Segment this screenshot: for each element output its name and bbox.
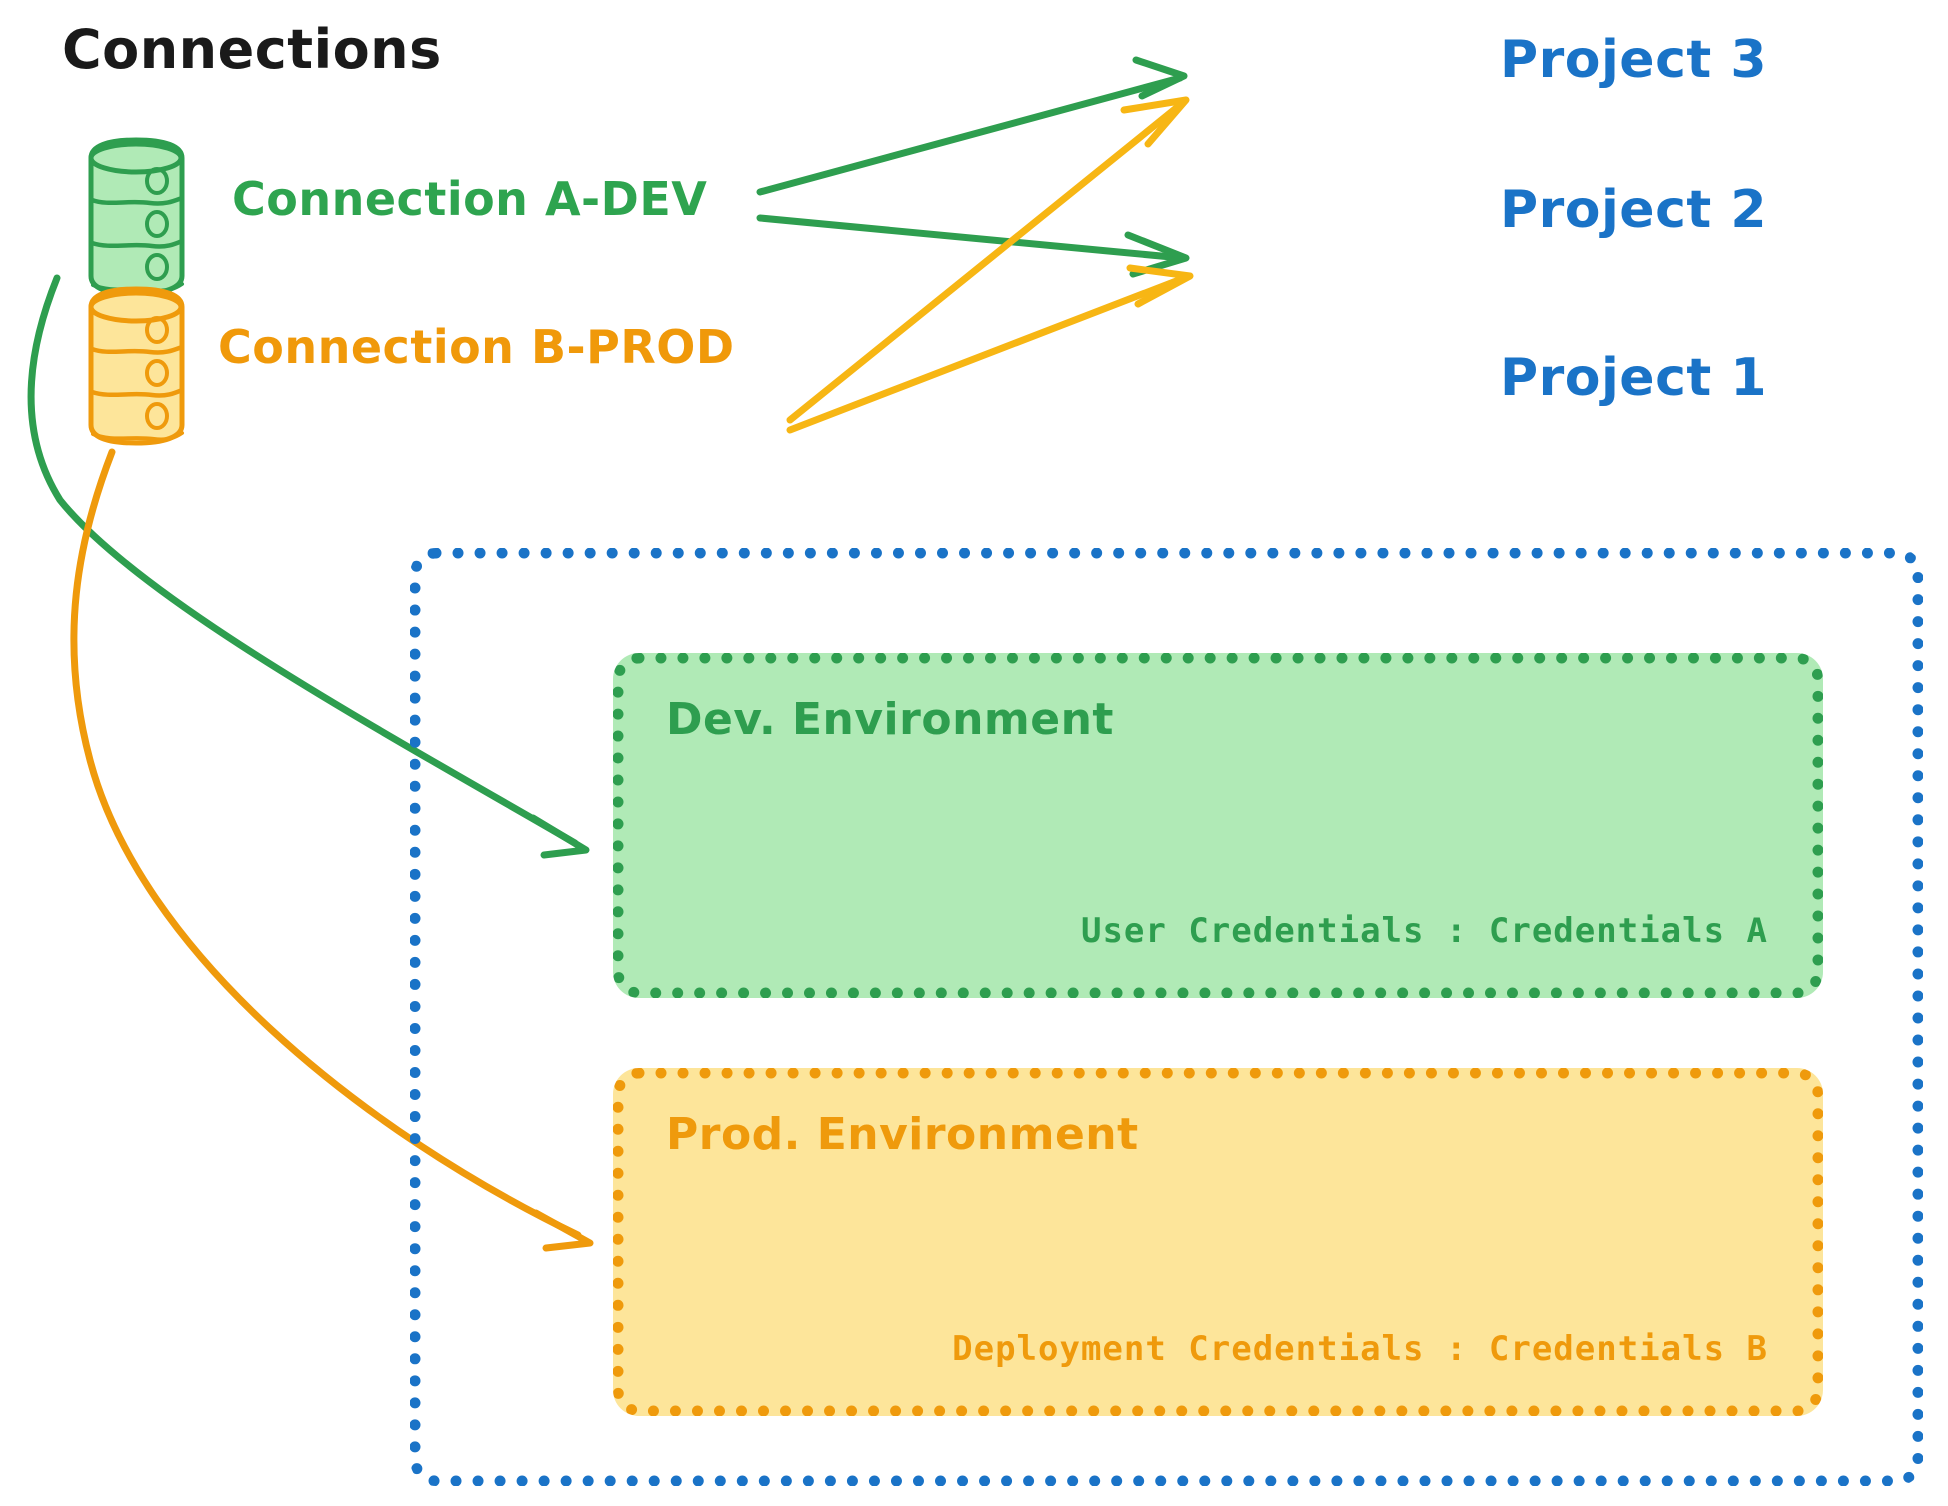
database-icon-connection-a-dev xyxy=(88,137,185,297)
prod-environment-box[interactable]: Prod. Environment Deployment Credentials… xyxy=(613,1068,1823,1416)
page-title: Connections xyxy=(62,18,442,81)
connection-label-a-dev[interactable]: Connection A-DEV xyxy=(232,172,708,226)
edge-connection-b-prod-to-project-3 xyxy=(786,96,1190,424)
dev-environment-credentials: User Credentials : Credentials A xyxy=(1080,911,1768,951)
project-label-3[interactable]: Project 3 xyxy=(1500,30,1768,90)
project-label-2[interactable]: Project 2 xyxy=(1500,180,1768,240)
edge-connection-a-dev-to-project-2 xyxy=(756,214,1190,278)
edge-connection-b-prod-to-project-2 xyxy=(786,264,1194,434)
database-icon-connection-b-prod xyxy=(88,286,185,446)
connection-label-b-prod[interactable]: Connection B-PROD xyxy=(218,320,735,374)
prod-environment-credentials: Deployment Credentials : Credentials B xyxy=(952,1329,1768,1369)
project-1-container xyxy=(410,548,1923,1486)
dev-environment-title: Dev. Environment xyxy=(666,694,1114,745)
edge-connection-a-dev-to-project-3 xyxy=(756,56,1188,196)
prod-environment-title: Prod. Environment xyxy=(666,1109,1139,1160)
project-label-1[interactable]: Project 1 xyxy=(1500,348,1768,408)
dev-environment-box[interactable]: Dev. Environment User Credentials : Cred… xyxy=(613,653,1823,998)
